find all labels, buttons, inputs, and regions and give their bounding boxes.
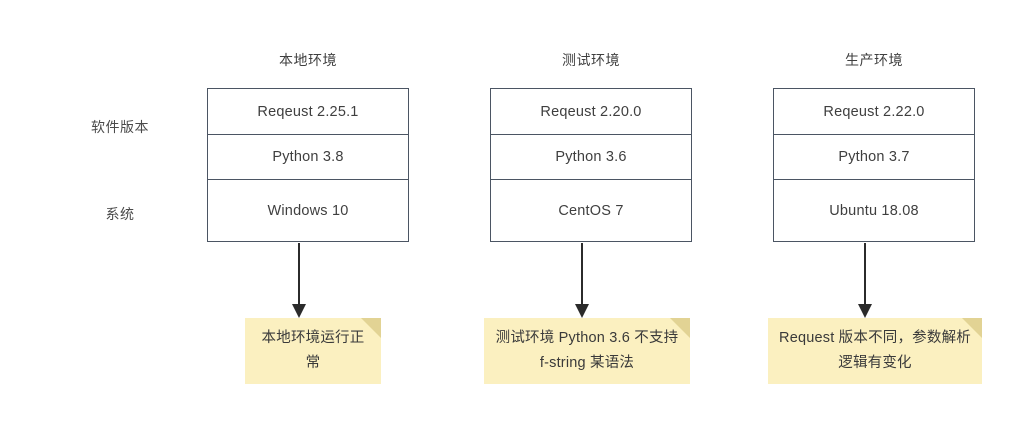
note-prod: Request 版本不同，参数解析逻辑有变化 xyxy=(768,318,982,384)
stack-prod: Reqeust 2.22.0 Python 3.7 Ubuntu 18.08 xyxy=(773,88,975,242)
arrowhead-local xyxy=(292,304,306,318)
arrowhead-prod xyxy=(858,304,872,318)
note-fold-corner-icon xyxy=(962,318,982,338)
connector-shaft-local xyxy=(298,243,300,305)
cell-local-request: Reqeust 2.25.1 xyxy=(208,89,408,135)
cell-local-python: Python 3.8 xyxy=(208,135,408,180)
connector-prod xyxy=(856,243,874,318)
row-label-software-version: 软件版本 xyxy=(91,119,149,135)
cell-prod-request: Reqeust 2.22.0 xyxy=(774,89,974,135)
connector-local xyxy=(290,243,308,318)
column-title-test: 测试环境 xyxy=(562,52,620,68)
cell-local-os: Windows 10 xyxy=(208,180,408,241)
cell-test-python: Python 3.6 xyxy=(491,135,691,180)
stack-test: Reqeust 2.20.0 Python 3.6 CentOS 7 xyxy=(490,88,692,242)
note-fold-corner-icon xyxy=(361,318,381,338)
column-title-prod: 生产环境 xyxy=(845,52,903,68)
column-title-local: 本地环境 xyxy=(279,52,337,68)
connector-shaft-prod xyxy=(864,243,866,305)
row-label-system: 系统 xyxy=(105,206,135,222)
note-prod-text: Request 版本不同，参数解析逻辑有变化 xyxy=(779,330,971,371)
cell-test-request: Reqeust 2.20.0 xyxy=(491,89,691,135)
connector-test xyxy=(573,243,591,318)
arrowhead-test xyxy=(575,304,589,318)
note-test: 测试环境 Python 3.6 不支持 f-string 某语法 xyxy=(484,318,690,384)
connector-shaft-test xyxy=(581,243,583,305)
note-fold-corner-icon xyxy=(670,318,690,338)
stack-local: Reqeust 2.25.1 Python 3.8 Windows 10 xyxy=(207,88,409,242)
note-local: 本地环境运行正常 xyxy=(245,318,381,384)
cell-prod-os: Ubuntu 18.08 xyxy=(774,180,974,241)
note-local-text: 本地环境运行正常 xyxy=(261,330,365,371)
cell-test-os: CentOS 7 xyxy=(491,180,691,241)
cell-prod-python: Python 3.7 xyxy=(774,135,974,180)
note-test-text: 测试环境 Python 3.6 不支持 f-string 某语法 xyxy=(495,330,679,371)
